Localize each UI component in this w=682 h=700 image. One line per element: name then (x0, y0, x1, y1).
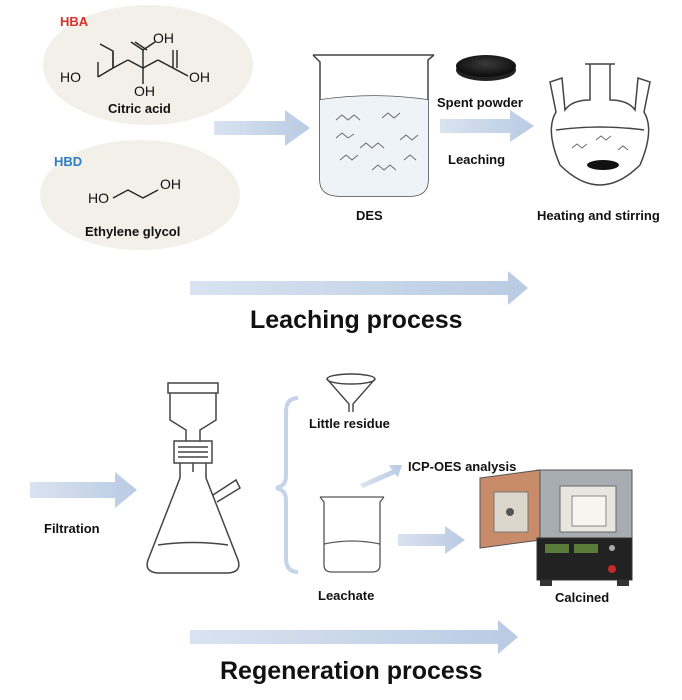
des-molecules (335, 112, 419, 171)
regeneration-process-arrow (190, 620, 518, 654)
citric-acid-oh-mid: OH (134, 83, 155, 99)
hba-tag: HBA (60, 14, 89, 29)
ethylene-glycol-ho: HO (88, 190, 109, 206)
arrow-to-des (214, 110, 310, 146)
heating-label: Heating and stirring (537, 208, 660, 223)
leachate-label: Leachate (318, 588, 375, 603)
arrow-to-filtration (30, 472, 137, 508)
citric-acid-oh-right: OH (189, 69, 210, 85)
citric-acid-oh-top: OH (153, 30, 174, 46)
leaching-process-title: Leaching process (250, 306, 463, 334)
ethylene-glycol-label: Ethylene glycol (85, 224, 181, 239)
arrow-leaching (440, 110, 534, 142)
leaching-label: Leaching (448, 152, 506, 167)
citric-acid-structure (97, 41, 189, 84)
ethylene-glycol-oh: OH (160, 176, 181, 192)
icp-label: ICP-OES analysis (408, 459, 517, 474)
ethylene-glycol-structure (112, 189, 159, 199)
muffle-furnace (479, 469, 633, 586)
leachate-beaker (319, 496, 385, 573)
regeneration-process-title: Regeneration process (220, 657, 483, 685)
leaching-process-arrow (190, 271, 528, 305)
stir-bar (587, 160, 619, 170)
calcined-label: Calcined (555, 590, 610, 605)
funnel (326, 373, 376, 412)
arrow-to-furnace (398, 526, 465, 554)
spent-powder-dish (456, 55, 516, 81)
flask-molecules (571, 135, 629, 151)
filtration-label: Filtration (44, 521, 100, 536)
hbd-bubble (40, 140, 240, 250)
filtration-apparatus (146, 382, 241, 574)
three-neck-flask (549, 63, 651, 186)
des-beaker (312, 54, 435, 197)
hbd-tag: HBD (54, 154, 83, 169)
little-residue-label: Little residue (309, 416, 390, 431)
arrow-to-icp (360, 465, 402, 488)
citric-acid-ho-left: HO (60, 69, 81, 85)
spent-powder-label: Spent powder (437, 95, 523, 110)
bracket (275, 396, 299, 574)
citric-acid-label: Citric acid (108, 101, 171, 116)
des-label: DES (356, 208, 383, 223)
